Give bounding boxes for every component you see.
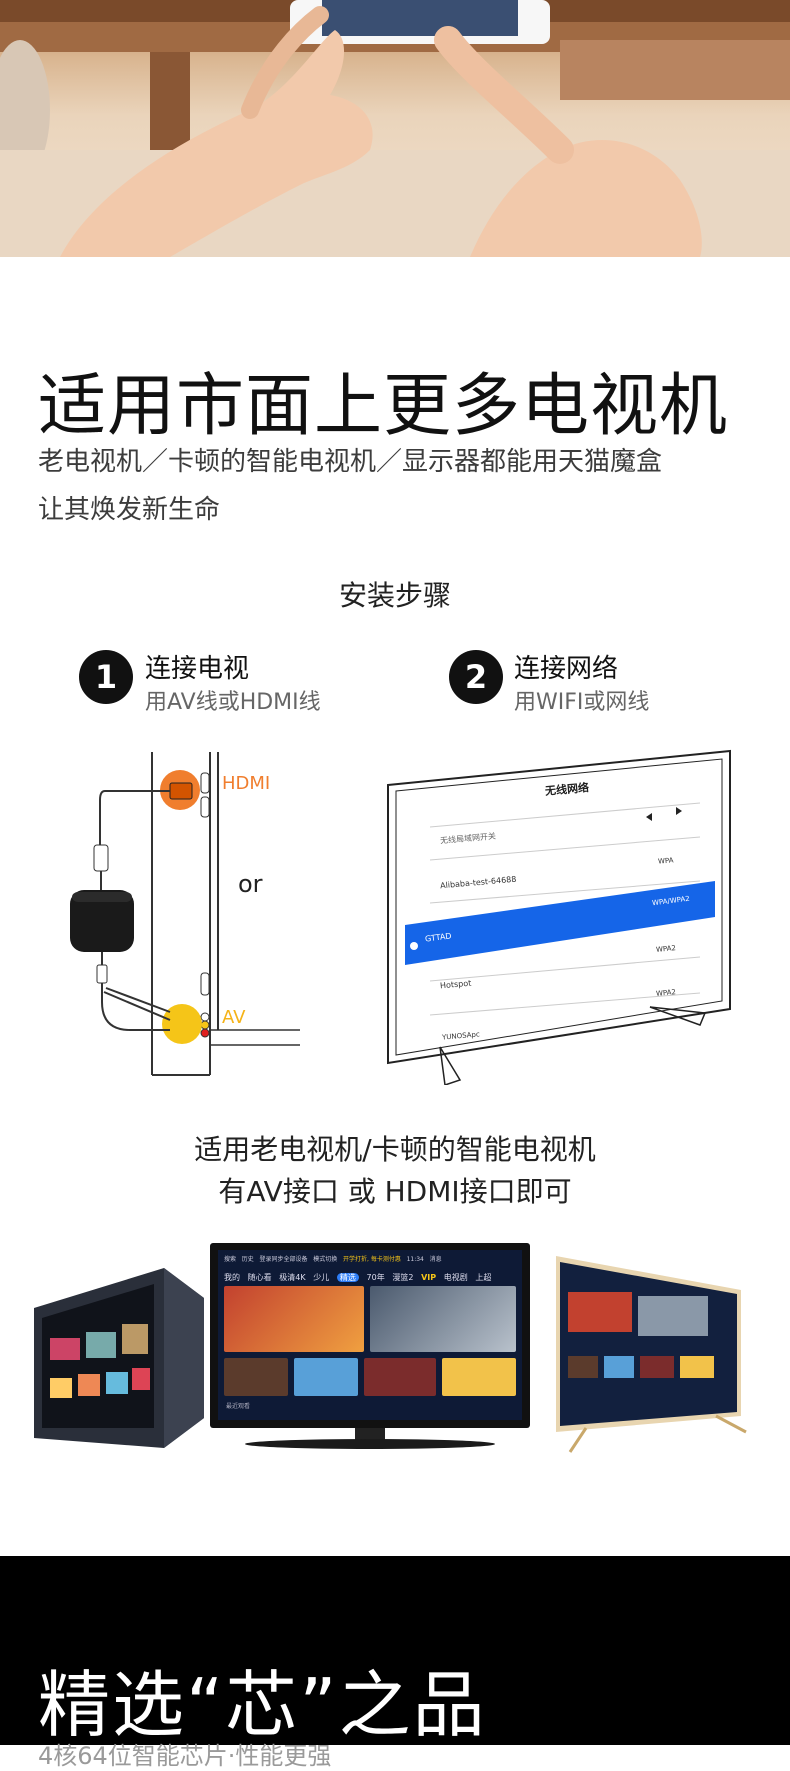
band-subtitle: 4核64位智能芯片·性能更强 [38,1742,332,1770]
or-label: or [238,870,263,898]
step-1-title: 连接电视 [145,654,250,684]
tv-feature-tile-1[interactable] [224,1286,364,1352]
lead-text: 老电视机／卡顿的智能电视机／显示器都能用天猫魔盒 让其焕发新生命 [38,438,758,534]
wifi-tv-frame [387,749,731,1085]
connection-diagram [70,752,300,1076]
step-1-subtitle: 用AV线或HDMI线 [145,690,321,715]
tv-top-bar: 搜索 历史 登录同步全部设备 模式切换 开学打折, 每卡测付惠 11:34 消息 [224,1254,442,1263]
tv-tab-7[interactable]: VIP [421,1273,437,1282]
headline: 适用市面上更多电视机 [38,367,729,446]
tv-tab-6[interactable]: 漫篮2 [392,1273,414,1282]
tv-tab-0[interactable]: 我的 [224,1273,240,1282]
tv-tab-9[interactable]: 上超 [475,1273,492,1282]
flat-tv-neck [355,1428,385,1440]
crt-tv-body [34,1268,204,1448]
tv-tab-5[interactable]: 70年 [366,1273,385,1282]
bottom-band [0,1556,790,1745]
tv-tile-5[interactable] [364,1358,436,1396]
step-2-number: 2 [449,650,503,704]
step-1-number: 1 [79,650,133,704]
tv-tab-4[interactable]: 精选 [336,1273,359,1282]
hand-phone-illustration [0,0,790,257]
hero-photo [0,0,790,257]
flat-tv-screen: 搜索 历史 登录同步全部设备 模式切换 开学打折, 每卡测付惠 11:34 消息… [218,1250,522,1420]
flat-tv-stand [245,1439,495,1449]
hdmi-label: HDMI [222,773,271,794]
compat-caption-2: 有AV接口 或 HDMI接口即可 [218,1175,572,1208]
tv-login[interactable]: 登录同步全部设备 [259,1256,308,1263]
band-title: 精选“芯”之品 [38,1663,487,1747]
tv-tab-8[interactable]: 电视剧 [443,1273,468,1282]
wifi-tv-illustration: 无线网络 无线局域网开关 Alibaba-test-64688 WPA GTTA… [380,745,740,1085]
tv-tile-6[interactable] [442,1358,516,1396]
lead-line-1: 老电视机／卡顿的智能电视机／显示器都能用天猫魔盒 [38,447,663,477]
tv-tab-bar: 我的 随心看 极清4K 少儿 精选 70年 漫篮2 VIP 电视剧 上超 [224,1272,491,1283]
step-2-subtitle: 用WIFI或网线 [514,690,650,715]
lead-line-2: 让其焕发新生命 [38,495,221,525]
side-monitor [556,1256,756,1456]
tv-search[interactable]: 搜索 [224,1256,237,1263]
tv-tile-4[interactable] [294,1358,358,1396]
tv-clock: 11:34 [406,1256,424,1263]
tv-mode[interactable]: 模式切换 [313,1256,338,1263]
tv-history[interactable]: 历史 [241,1256,254,1263]
step-2-title: 连接网络 [514,654,619,684]
tv-tile-3[interactable] [224,1358,288,1396]
tv-feature-tile-2[interactable] [370,1286,516,1352]
flat-tv: 搜索 历史 登录同步全部设备 模式切换 开学打折, 每卡测付惠 11:34 消息… [210,1243,530,1453]
steps-title: 安装步骤 [338,579,451,612]
tv-promo[interactable]: 开学打折, 每卡测付惠 [343,1256,401,1263]
tv-message[interactable]: 消息 [429,1256,442,1263]
tv-tab-3[interactable]: 少儿 [313,1273,330,1282]
tv-tab-2[interactable]: 极清4K [279,1273,306,1282]
side-monitor-body [556,1256,747,1453]
crt-tv [34,1268,214,1448]
tv-tab-1[interactable]: 随心看 [247,1273,272,1282]
compat-caption-1: 适用老电视机/卡顿的智能电视机 [194,1133,596,1166]
av-label: AV [222,1007,246,1028]
wifi-security-1: WPA [657,856,674,866]
tv-recent-label: 最近观看 [226,1403,251,1410]
